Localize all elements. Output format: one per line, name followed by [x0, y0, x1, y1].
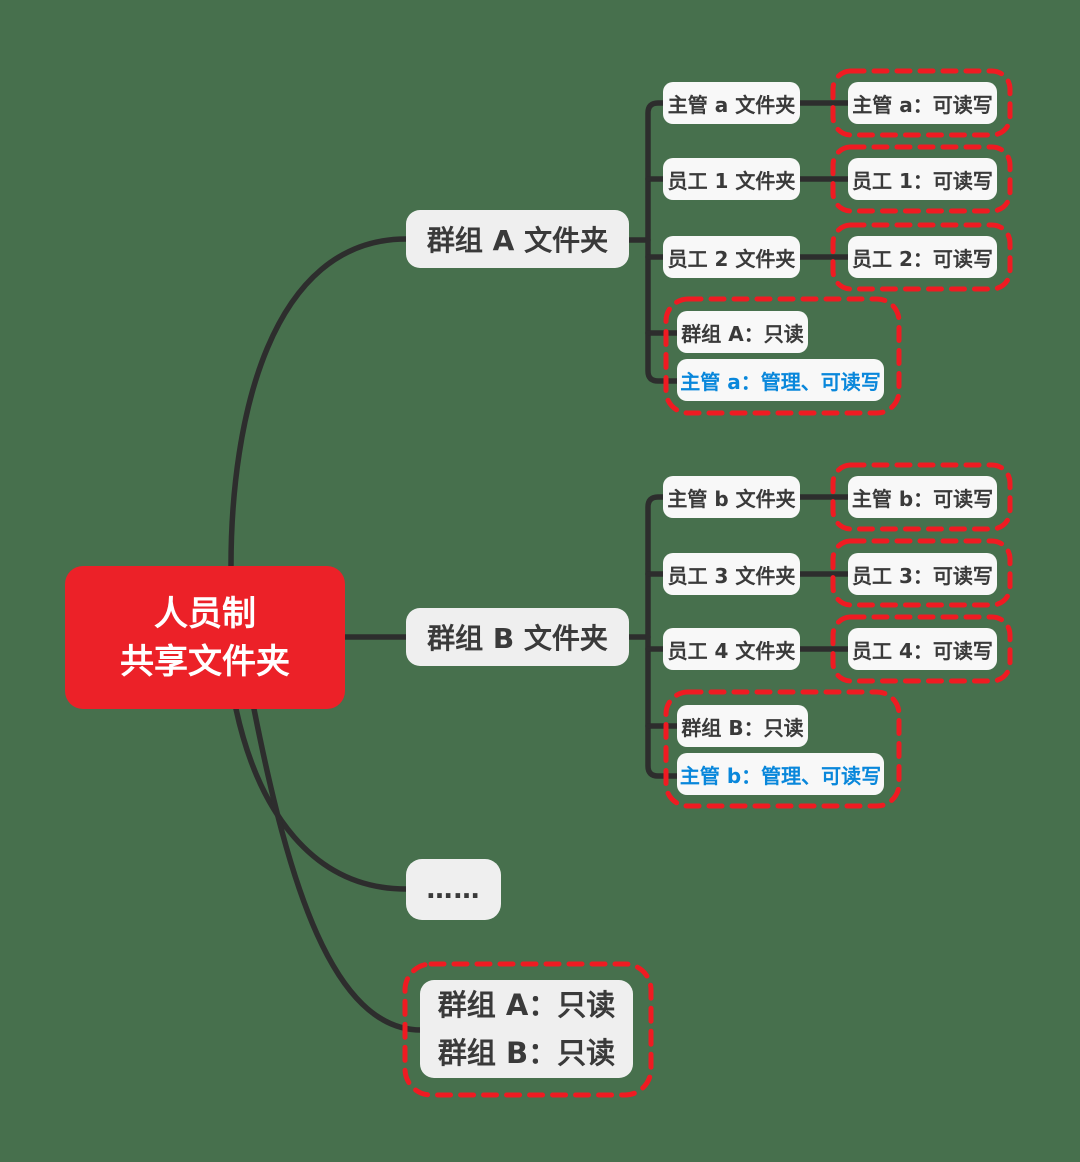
summary-line-group-b: 群组 B：只读 — [437, 1036, 616, 1070]
folder-node-manager-a: 主管 a 文件夹 — [663, 82, 800, 124]
group-b-manager-admin-node: 主管 b：管理、可读写 — [677, 753, 884, 795]
folder-node-staff-2: 员工 2 文件夹 — [663, 236, 800, 278]
connector-root-to-group-a — [228, 236, 409, 569]
permission-label-manager-a: 主管 a：可读写 — [852, 92, 993, 117]
folder-label-manager-b: 主管 b 文件夹 — [667, 486, 796, 511]
dashed-frame-perm-staff-2 — [830, 222, 1013, 292]
dashed-frame-group-a-inherited — [663, 296, 902, 416]
group-a-manager-admin-label: 主管 a：管理、可读写 — [680, 369, 881, 394]
permission-node-manager-a: 主管 a：可读写 — [848, 82, 997, 124]
group-a-readonly-node: 群组 A：只读 — [677, 311, 808, 353]
dashed-frame-group-b-inherited — [663, 689, 902, 809]
folder-label-staff-1: 员工 1 文件夹 — [667, 168, 796, 193]
connector-group-b-trunk — [645, 494, 683, 779]
folder-node-manager-b: 主管 b 文件夹 — [663, 476, 800, 518]
root-node-shared-folder: 人员制 共享文件夹 — [65, 566, 345, 709]
permission-node-staff-1: 员工 1：可读写 — [848, 158, 997, 200]
dashed-frame-perm-staff-3 — [830, 538, 1013, 608]
branch-group-a-folder: 群组 A 文件夹 — [406, 210, 629, 268]
folder-label-staff-4: 员工 4 文件夹 — [667, 638, 796, 663]
connector-root-to-summary — [251, 706, 425, 1033]
permission-label-staff-1: 员工 1：可读写 — [852, 168, 993, 193]
dashed-frame-perm-manager-b — [830, 462, 1013, 532]
root-label-line1: 人员制 — [154, 593, 256, 634]
root-label-line2: 共享文件夹 — [120, 641, 290, 682]
permission-node-staff-2: 员工 2：可读写 — [848, 236, 997, 278]
dashed-frame-perm-staff-4 — [830, 614, 1013, 684]
group-b-readonly-node: 群组 B：只读 — [677, 705, 808, 747]
branch-group-b-label: 群组 B 文件夹 — [427, 622, 608, 655]
permission-label-staff-2: 员工 2：可读写 — [852, 246, 993, 271]
connector-group-a-trunk — [645, 100, 683, 384]
branch-ellipsis-node: …… — [406, 859, 501, 920]
group-b-manager-admin-label: 主管 b：管理、可读写 — [679, 763, 882, 788]
folder-node-staff-3: 员工 3 文件夹 — [663, 553, 800, 595]
summary-line-group-a: 群组 A：只读 — [437, 988, 616, 1022]
folder-label-manager-a: 主管 a 文件夹 — [667, 92, 796, 117]
branch-group-b-folder: 群组 B 文件夹 — [406, 608, 629, 666]
group-a-manager-admin-node: 主管 a：管理、可读写 — [677, 359, 884, 401]
folder-node-staff-4: 员工 4 文件夹 — [663, 628, 800, 670]
ellipsis-label: …… — [426, 874, 481, 905]
connector-root-to-ellipsis — [233, 706, 409, 892]
folder-label-staff-3: 员工 3 文件夹 — [667, 563, 796, 588]
permission-label-staff-3: 员工 3：可读写 — [852, 563, 993, 588]
permission-node-staff-4: 员工 4：可读写 — [848, 628, 997, 670]
dashed-frame-perm-manager-a — [830, 68, 1013, 138]
permission-label-manager-b: 主管 b：可读写 — [851, 486, 994, 511]
dashed-frame-summary — [402, 961, 654, 1098]
dashed-frame-perm-staff-1 — [830, 144, 1013, 214]
group-b-readonly-label: 群组 B：只读 — [681, 715, 804, 740]
folder-node-staff-1: 员工 1 文件夹 — [663, 158, 800, 200]
permission-label-staff-4: 员工 4：可读写 — [852, 638, 993, 663]
summary-permissions-node: 群组 A：只读 群组 B：只读 — [420, 980, 633, 1078]
permission-node-staff-3: 员工 3：可读写 — [848, 553, 997, 595]
folder-label-staff-2: 员工 2 文件夹 — [667, 246, 796, 271]
group-a-readonly-label: 群组 A：只读 — [681, 321, 804, 346]
branch-group-a-label: 群组 A 文件夹 — [426, 224, 609, 257]
permission-node-manager-b: 主管 b：可读写 — [848, 476, 997, 518]
